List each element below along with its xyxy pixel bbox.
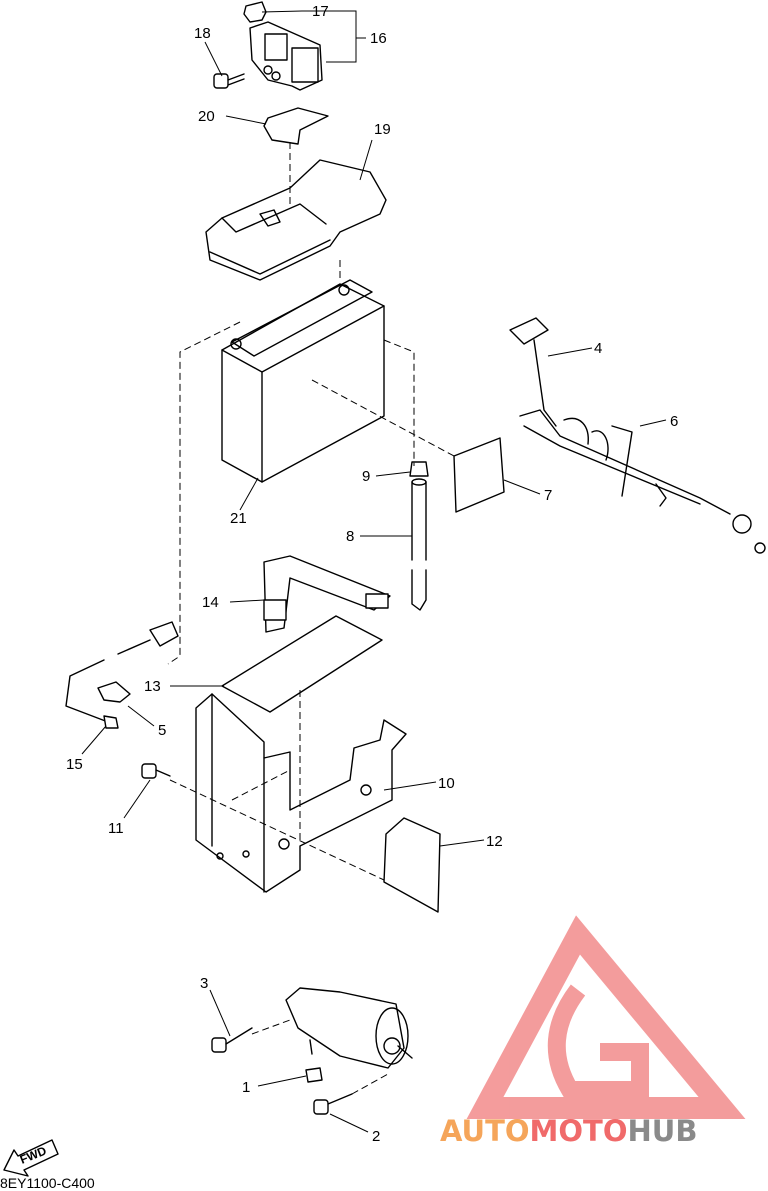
callout-13: 13 (144, 678, 161, 695)
part-1-collar (305, 1067, 323, 1083)
watermark-auto: AUTO (440, 1114, 530, 1148)
part-20-bracket (263, 107, 329, 145)
watermark-hub: HUB (628, 1114, 698, 1148)
starter-motor (285, 987, 413, 1069)
callout-12: 12 (486, 833, 503, 850)
part-7-pad (453, 437, 505, 513)
callout-3: 3 (200, 975, 208, 992)
callout-18: 18 (194, 25, 211, 42)
assembly-lines (167, 142, 455, 1095)
part-3-bolt (211, 1027, 253, 1053)
callout-1: 1 (242, 1079, 250, 1096)
part-11-bolt (141, 763, 171, 779)
watermark-logo-icon (466, 915, 746, 1119)
callout-7: 7 (544, 487, 552, 504)
callout-20: 20 (198, 108, 215, 125)
callout-14: 14 (202, 594, 219, 611)
callout-6: 6 (670, 413, 678, 430)
callout-11: 11 (108, 820, 124, 837)
callout-17: 17 (312, 3, 329, 20)
callout-21: 21 (230, 510, 247, 527)
part-5-terminal (97, 681, 131, 703)
watermark-moto: MOTO (530, 1114, 628, 1148)
watermark-text: AUTOMOTOHUB (440, 1114, 697, 1148)
callout-15: 15 (66, 756, 83, 773)
part-8-hose (409, 461, 429, 611)
part-4-cable (509, 317, 766, 554)
diagram-code: 8EY1100-C400 (0, 1175, 95, 1191)
leader-lines (81, 10, 667, 1133)
part-15-lead (65, 621, 179, 729)
callout-2: 2 (372, 1128, 380, 1145)
callout-19: 19 (374, 121, 391, 138)
callout-9: 9 (362, 468, 370, 485)
part-10-battery-box (195, 693, 407, 893)
part-2-bolt (313, 1093, 353, 1115)
part-13-pad (221, 615, 383, 713)
part-16-relay (243, 1, 323, 91)
part-19-cover (205, 159, 387, 281)
part-12-plate (383, 817, 441, 913)
callout-8: 8 (346, 528, 354, 545)
part-21-battery (221, 279, 385, 483)
callout-4: 4 (594, 340, 602, 357)
callout-5: 5 (158, 722, 166, 739)
callout-labels: 17 16 18 20 19 4 6 9 7 21 8 14 13 5 15 1… (66, 3, 678, 1145)
callout-10: 10 (438, 775, 455, 792)
callout-16: 16 (370, 30, 387, 47)
part-18-bolt (213, 73, 245, 89)
part-14-strap (263, 555, 391, 633)
fwd-arrow-icon: FWD (3, 1139, 59, 1177)
